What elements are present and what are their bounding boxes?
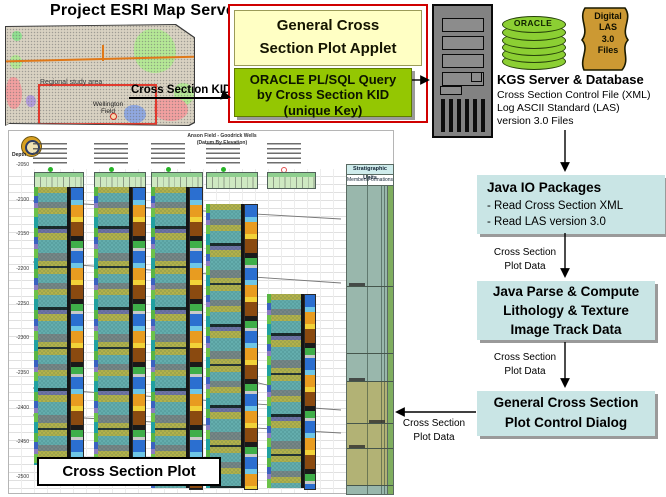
well-header (267, 143, 301, 167)
plsql-query-box: ORACLE PL/SQL Query by Cross Section KID… (234, 68, 412, 118)
well-marker-icon (221, 167, 226, 172)
well-header (206, 143, 240, 167)
depth-tick: -2500 (16, 473, 29, 480)
server-bay (442, 18, 484, 32)
kansas-map: Regional study area Wellington Field (5, 24, 195, 126)
depth-tick: -2300 (16, 335, 29, 342)
depth-axis-ticks: -2050 -2100 -2150 -2200 -2250 -2300 -235… (9, 162, 31, 480)
strat-body (347, 186, 393, 494)
depth-axis-label: Depth (12, 152, 27, 158)
strat-boundary-line (347, 448, 393, 449)
well-lithology-track (267, 294, 306, 488)
map-highway-line (102, 45, 104, 61)
flow-label-parse-dialog: Cross Section Plot Data (493, 352, 557, 377)
strat-boundary-line (347, 286, 393, 287)
kgs-line-las: Log ASCII Standard (LAS) (497, 102, 620, 115)
regional-study-area-label: Regional study area (40, 79, 103, 86)
plot-control-dialog-box: General Cross Section Plot Control Dialo… (477, 391, 655, 436)
cross-section-kid-label: Cross Section KID (129, 84, 234, 99)
well-marker-icon (109, 167, 114, 172)
server-tower-icon (432, 4, 493, 138)
server-drive-bay (442, 72, 484, 86)
field-marker-icon (110, 113, 117, 120)
scroll-shape (580, 7, 630, 71)
strat-subheaders: Members Formations (347, 175, 393, 186)
depth-tick: -2400 (16, 404, 29, 411)
strat-green-strip (387, 186, 393, 494)
well-colorbar-track (304, 294, 316, 490)
las-files-label: Digital LAS 3.0 Files (594, 11, 622, 55)
well-colorbar-track (244, 204, 258, 490)
strat-column-divider (367, 186, 368, 494)
well-header (33, 143, 67, 167)
well-colorbar-track (70, 187, 84, 467)
well-lithology-track (34, 187, 72, 465)
strat-unit-label (349, 445, 365, 448)
well-lithology-track (206, 204, 246, 488)
strat-boundary-line (347, 423, 393, 424)
oracle-database-icon: ORACLE (502, 16, 566, 70)
server-vents (441, 99, 485, 132)
plot-title: Anson Field - Goodrick Wells (Datum By E… (187, 133, 257, 146)
flow-label-dialog-plot: Cross Section Plot Data (402, 418, 466, 443)
strat-boundary-line (347, 381, 393, 382)
strat-narrow-columns (379, 186, 388, 494)
server-bay (442, 36, 484, 50)
server-bay (442, 54, 484, 68)
strat-col-formations: Formations (368, 177, 394, 183)
well-header (151, 143, 185, 167)
applet-title-box: General Cross Section Plot Applet (234, 10, 422, 66)
map-server-title: Project ESRI Map Server (50, 2, 242, 19)
java-io-box: Java IO Packages - Read Cross Section XM… (477, 175, 665, 234)
las-files-icon: Digital LAS 3.0 Files (575, 5, 641, 75)
depth-tick: -2150 (16, 231, 29, 238)
kgs-server-block: KGS Server & Database Cross Section Cont… (497, 72, 665, 129)
java-io-item: - Read Cross Section XML (487, 200, 624, 212)
java-io-item: - Read LAS version 3.0 (487, 215, 606, 228)
cross-section-plot: Anson Field - Goodrick Wells (Datum By E… (8, 130, 394, 495)
depth-tick: -2100 (16, 196, 29, 203)
well-track-header (206, 172, 258, 189)
strat-boundary-line (347, 485, 393, 486)
depth-tick: -2350 (16, 369, 29, 376)
stratigraphic-units-panel: Stratigraphic Units Members Formations (346, 164, 394, 495)
depth-tick: -2250 (16, 300, 29, 307)
strat-header: Stratigraphic Units (347, 165, 393, 181)
applet-container: General Cross Section Plot Applet ORACLE… (228, 4, 428, 123)
java-io-title: Java IO Packages (487, 180, 602, 195)
server-drive-button (471, 72, 482, 82)
well-marker-icon (166, 167, 171, 172)
depth-tick: -2200 (16, 265, 29, 272)
java-parse-box: Java Parse & Compute Lithology & Texture… (477, 281, 655, 340)
strat-col-members: Members (347, 175, 368, 185)
strat-unit-label (369, 420, 385, 423)
wellington-field-label: Wellington Field (92, 101, 124, 116)
strat-unit-label (349, 283, 365, 286)
well-colorbar-track (132, 187, 146, 481)
kgs-title: KGS Server & Database (497, 72, 644, 87)
kgs-line-version: version 3.0 Files (497, 115, 574, 128)
well-track-header (267, 172, 316, 189)
depth-tick: -2050 (16, 162, 29, 168)
kgs-line-xml: Cross Section Control File (XML) (497, 89, 651, 101)
strat-unit-label (349, 378, 365, 381)
flow-label-io-parse: Cross Section Plot Data (493, 247, 557, 272)
strat-boundary-line (347, 353, 393, 354)
well-marker-icon (48, 167, 53, 172)
oracle-disc-top (502, 16, 566, 33)
well-header (94, 143, 128, 167)
well-lithology-track (94, 187, 134, 479)
oracle-label: ORACLE (513, 18, 553, 28)
depth-tick: -2450 (16, 439, 29, 446)
server-bay-small (440, 86, 462, 95)
well-lithology-track (151, 187, 191, 488)
kansas-map-image: Regional study area Wellington Field (6, 25, 194, 125)
map-fields-speckle (6, 25, 194, 125)
plot-caption: Cross Section Plot (37, 457, 221, 486)
well-colorbar-track (189, 187, 203, 490)
